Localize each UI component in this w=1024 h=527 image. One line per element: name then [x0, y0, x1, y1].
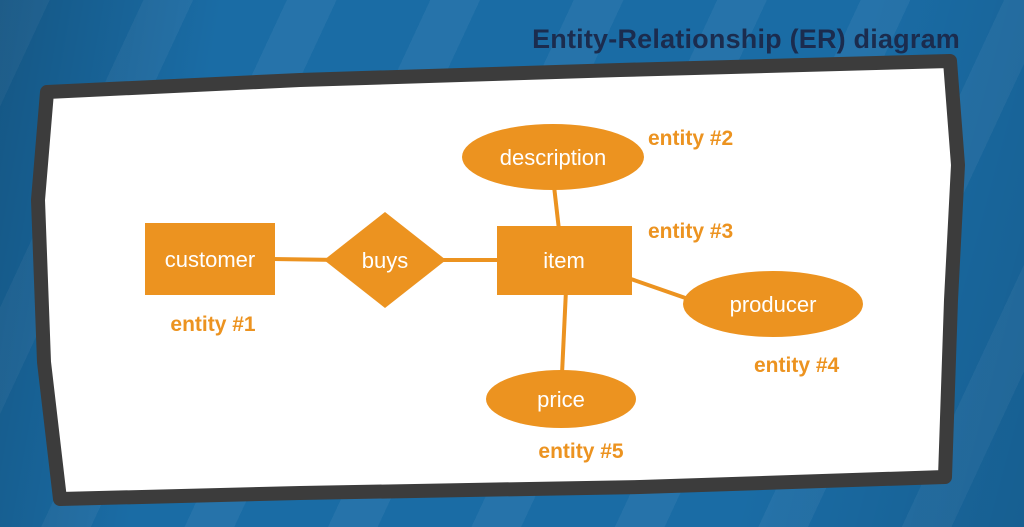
price-ellipse [486, 370, 636, 428]
customer-rectangle [145, 223, 275, 295]
node-description: description [462, 124, 644, 190]
node-buys: buys [324, 212, 446, 308]
buys-label: buys [362, 248, 408, 273]
producer-label: producer [730, 292, 817, 317]
node-price: price [486, 370, 636, 428]
connector-item-producer [627, 276, 695, 303]
description-ellipse [462, 124, 644, 190]
node-customer: customer [145, 223, 275, 295]
connector-item-price [560, 289, 568, 375]
connector-item-description [552, 185, 561, 231]
description-label: description [500, 145, 606, 170]
producer-ellipse [683, 271, 863, 337]
annotation-entity-2: entity #2 [648, 127, 733, 150]
node-item: item [497, 226, 632, 295]
annotation-entity-3: entity #3 [648, 220, 733, 243]
annotation-entity-1: entity #1 [170, 313, 256, 336]
annotations: entity #1 entity #2 entity #3 entity #4 … [170, 127, 839, 463]
buys-diamond [324, 212, 446, 308]
annotation-entity-5: entity #5 [538, 440, 624, 463]
page-title: Entity-Relationship (ER) diagram [532, 24, 960, 54]
node-producer: producer [683, 271, 863, 337]
item-rectangle [497, 226, 632, 295]
item-label: item [543, 248, 585, 273]
customer-label: customer [165, 247, 255, 272]
annotation-entity-4: entity #4 [754, 354, 840, 377]
price-label: price [537, 387, 585, 412]
